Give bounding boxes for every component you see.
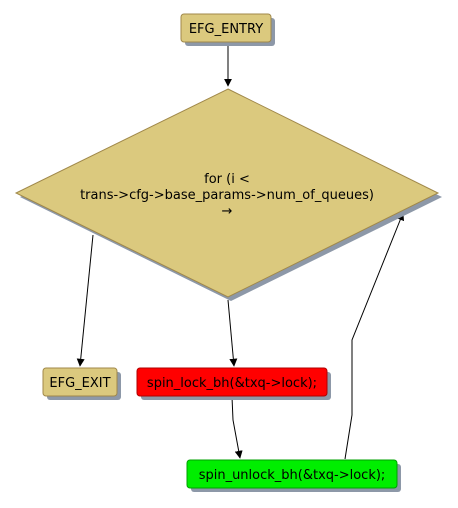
node-exit-box — [42, 367, 118, 397]
node-loop: for (i < trans->cfg->base_params->num_of… — [14, 88, 442, 301]
node-entry-label: EFG_ENTRY — [189, 22, 263, 37]
node-loop-line-3: → — [222, 204, 233, 219]
node-loop-line-1: for (i < — [204, 172, 250, 187]
node-entry: EFG_ENTRY — [180, 13, 275, 46]
edges — [76, 45, 405, 460]
node-unlock: spin_unlock_bh(&txq->lock); — [186, 459, 401, 492]
node-lock-label: spin_lock_bh(&txq->lock); — [147, 376, 317, 391]
node-loop-diamond — [14, 88, 440, 298]
node-loop-line-2: trans->cfg->base_params->num_of_queues) — [80, 188, 374, 203]
node-exit: EFG_EXIT — [42, 367, 121, 400]
edge-loop-to-exit — [76, 234, 94, 367]
node-exit-label: EFG_EXIT — [49, 376, 110, 391]
node-unlock-box — [186, 459, 398, 489]
node-entry-box — [180, 13, 272, 43]
node-lock-box — [136, 367, 328, 397]
edge-unlock-to-loop — [344, 212, 405, 460]
node-unlock-label: spin_unlock_bh(&txq->lock); — [199, 468, 386, 483]
edge-lock-to-unlock — [231, 396, 243, 459]
edge-loop-to-lock — [227, 299, 238, 367]
node-lock: spin_lock_bh(&txq->lock); — [136, 367, 331, 400]
